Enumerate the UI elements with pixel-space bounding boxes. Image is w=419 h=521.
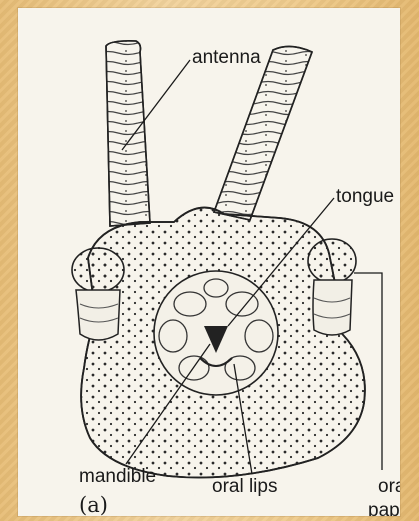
figure-panel: antenna tongue mandible oral lips oral p… — [18, 8, 400, 516]
left-oral-papilla — [72, 248, 124, 340]
label-oral-lips: oral lips — [212, 477, 277, 496]
label-oral-papilla-line2: papilla — [368, 501, 400, 516]
left-antenna — [106, 41, 150, 226]
label-mandible: mandible — [79, 467, 156, 486]
right-antenna — [214, 46, 312, 220]
mouth-region — [154, 271, 278, 395]
right-oral-papilla — [308, 239, 356, 335]
panel-label: (a) — [79, 495, 108, 516]
label-antenna: antenna — [192, 48, 261, 67]
label-oral-papilla-line1: oral — [378, 477, 400, 496]
label-tongue: tongue — [336, 187, 394, 206]
onychophoran-head-illustration — [18, 8, 400, 516]
